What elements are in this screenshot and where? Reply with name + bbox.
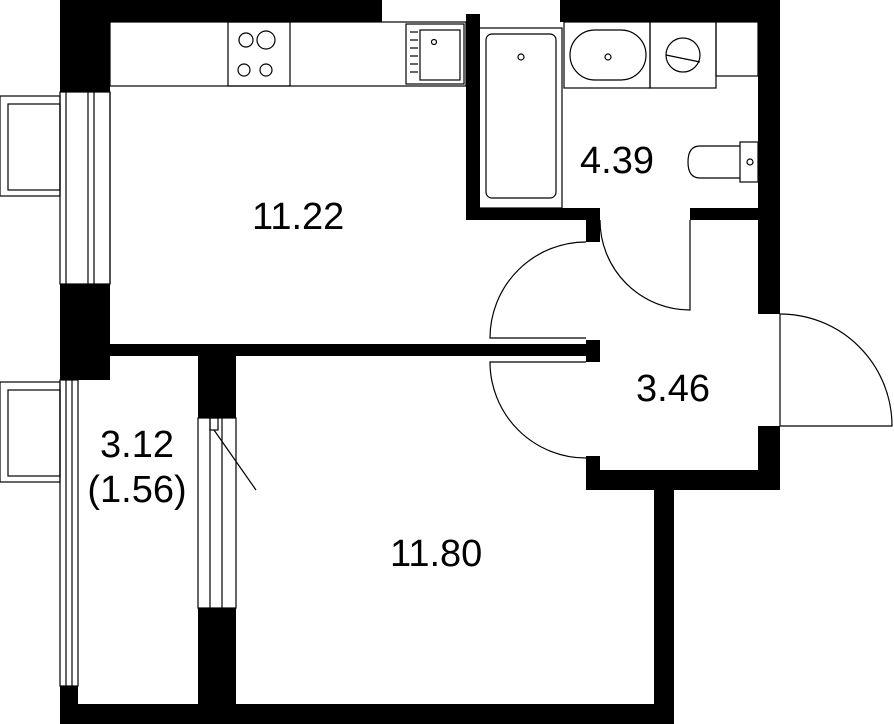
washing-machine	[649, 21, 717, 89]
kitchen-window-ledge-inner	[7, 103, 61, 191]
toilet-tank	[739, 141, 759, 183]
wall-left-upper	[60, 0, 110, 92]
bathtub-drain-icon	[517, 53, 525, 61]
wall-hall-bottom	[596, 470, 780, 490]
toilet-button-icon	[746, 158, 754, 166]
kitchen-window	[59, 91, 111, 285]
balcony-area-label: 3.12 (1.56)	[80, 423, 194, 513]
burner-icon	[256, 30, 276, 50]
burner-icon	[237, 63, 251, 77]
doors	[489, 219, 893, 459]
wall-bathroom-bottom-right	[690, 208, 780, 220]
wall-bottom-step	[654, 470, 674, 724]
wall-kitchen-bottom-jamb	[586, 340, 600, 362]
bathtub	[477, 27, 563, 209]
wall-left-mid	[60, 284, 110, 380]
balcony-ledge	[0, 381, 61, 483]
bathroom-area-label: 4.39	[580, 140, 654, 182]
toilet-bowl	[687, 145, 740, 179]
kitchen-window-ledge	[0, 95, 61, 197]
entrance-door-swing	[779, 313, 893, 427]
kitchen-area-label: 11.22	[252, 196, 345, 238]
wall-kitchen-bottom	[110, 344, 590, 356]
hall-area-label: 3.46	[636, 368, 710, 410]
wall-bedroom-left-upper	[198, 344, 236, 418]
wall-bedroom-left-lower	[198, 608, 236, 704]
washbasin	[569, 29, 647, 81]
bathroom-niche	[715, 21, 759, 77]
balcony-door-leaf	[213, 429, 257, 491]
sink-basin	[419, 29, 461, 81]
washing-machine-drum-icon	[665, 37, 701, 73]
wall-bathroom-bottom-left	[466, 208, 600, 220]
balcony-reduced-area: (1.56)	[87, 468, 187, 511]
kitchen-door-swing	[489, 241, 587, 339]
kitchen-sink	[405, 23, 465, 85]
bedroom-area-label: 11.80	[390, 533, 483, 575]
washing-machine-drum-line	[665, 54, 701, 63]
balcony-area: 3.12	[100, 424, 174, 466]
burner-icon	[238, 32, 254, 48]
bathroom-door-swing	[599, 219, 691, 311]
cooktop	[227, 21, 291, 87]
wall-bathroom-door-jamb	[586, 220, 600, 242]
balcony-window	[59, 379, 79, 687]
balcony-ledge-inner	[7, 389, 61, 477]
exterior-walls	[60, 0, 780, 724]
bathtub-inner	[485, 33, 557, 199]
bedroom-door-swing	[489, 361, 587, 459]
windows	[0, 91, 257, 687]
balcony-door-frame	[197, 417, 237, 609]
wall-bottom	[60, 704, 674, 724]
kitchen-counter	[109, 21, 467, 284]
burner-icon	[259, 63, 273, 77]
balcony-door-hinge	[209, 417, 219, 431]
wall-hall-left-bottom	[586, 456, 600, 490]
wall-top-left	[60, 0, 382, 22]
bathroom-fixtures	[477, 21, 759, 209]
washbasin-drain-icon	[604, 53, 612, 61]
wall-bathroom-left	[466, 14, 480, 220]
wall-right-upper	[758, 0, 780, 314]
wall-top-right	[560, 0, 780, 22]
washbasin-cabinet	[563, 21, 651, 89]
faucet-icon	[430, 38, 438, 46]
